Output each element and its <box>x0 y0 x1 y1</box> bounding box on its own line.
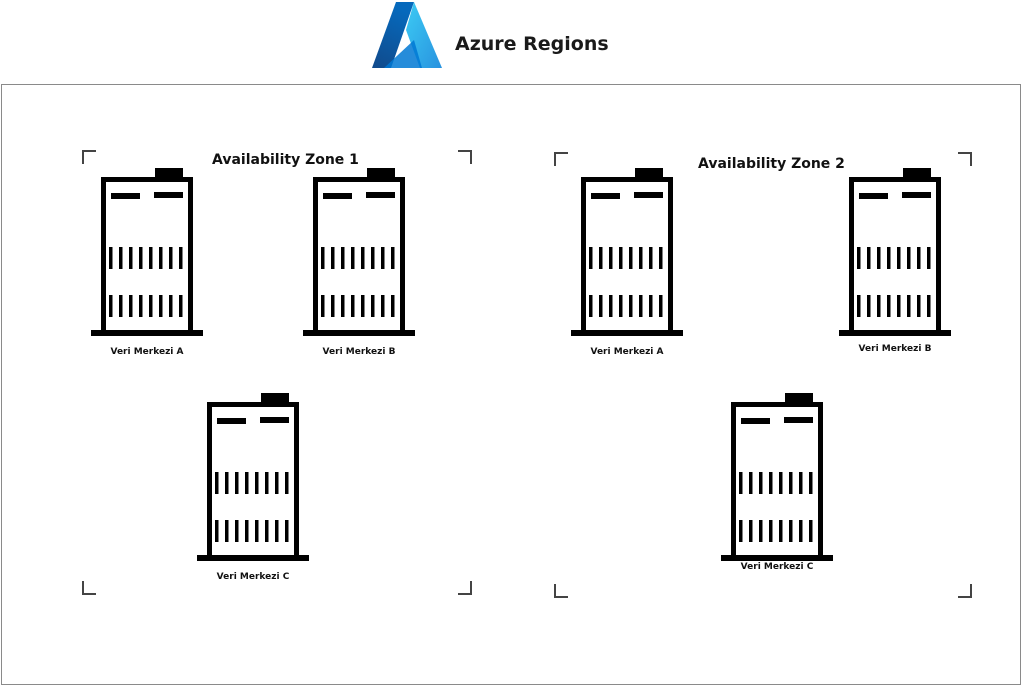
datacenter-label: Veri Merkezi C <box>216 572 290 582</box>
zone-title: Availability Zone 1 <box>212 152 359 168</box>
bracket-top-right-icon <box>458 150 472 164</box>
datacenter-label: Veri Merkezi C <box>740 562 814 572</box>
region-frame <box>1 84 1021 685</box>
zone-title: Availability Zone 2 <box>698 156 845 172</box>
bracket-top-left-icon <box>82 150 96 164</box>
bracket-top-right-icon <box>958 152 972 166</box>
datacenter-a: Veri Merkezi A <box>571 167 683 357</box>
datacenter-building-icon <box>839 167 951 337</box>
datacenter-building-icon <box>197 392 309 562</box>
bracket-bottom-left-icon <box>554 584 568 598</box>
diagram-title: Azure Regions <box>455 33 609 55</box>
datacenter-a: Veri Merkezi A <box>91 167 203 357</box>
bracket-bottom-right-icon <box>958 584 972 598</box>
datacenter-building-icon <box>91 167 203 337</box>
datacenter-c: Veri Merkezi C <box>197 392 309 582</box>
datacenter-label: Veri Merkezi B <box>322 347 396 357</box>
datacenter-building-icon <box>571 167 683 337</box>
datacenter-b: Veri Merkezi B <box>839 167 951 354</box>
datacenter-building-icon <box>303 167 415 337</box>
datacenter-label: Veri Merkezi B <box>858 344 932 354</box>
bracket-top-left-icon <box>554 152 568 166</box>
datacenter-label: Veri Merkezi A <box>110 347 184 357</box>
datacenter-building-icon <box>721 392 833 562</box>
azure-logo-icon <box>370 0 444 70</box>
datacenter-label: Veri Merkezi A <box>590 347 664 357</box>
datacenter-c: Veri Merkezi C <box>721 392 833 572</box>
datacenter-b: Veri Merkezi B <box>303 167 415 357</box>
bracket-bottom-left-icon <box>82 581 96 595</box>
bracket-bottom-right-icon <box>458 581 472 595</box>
